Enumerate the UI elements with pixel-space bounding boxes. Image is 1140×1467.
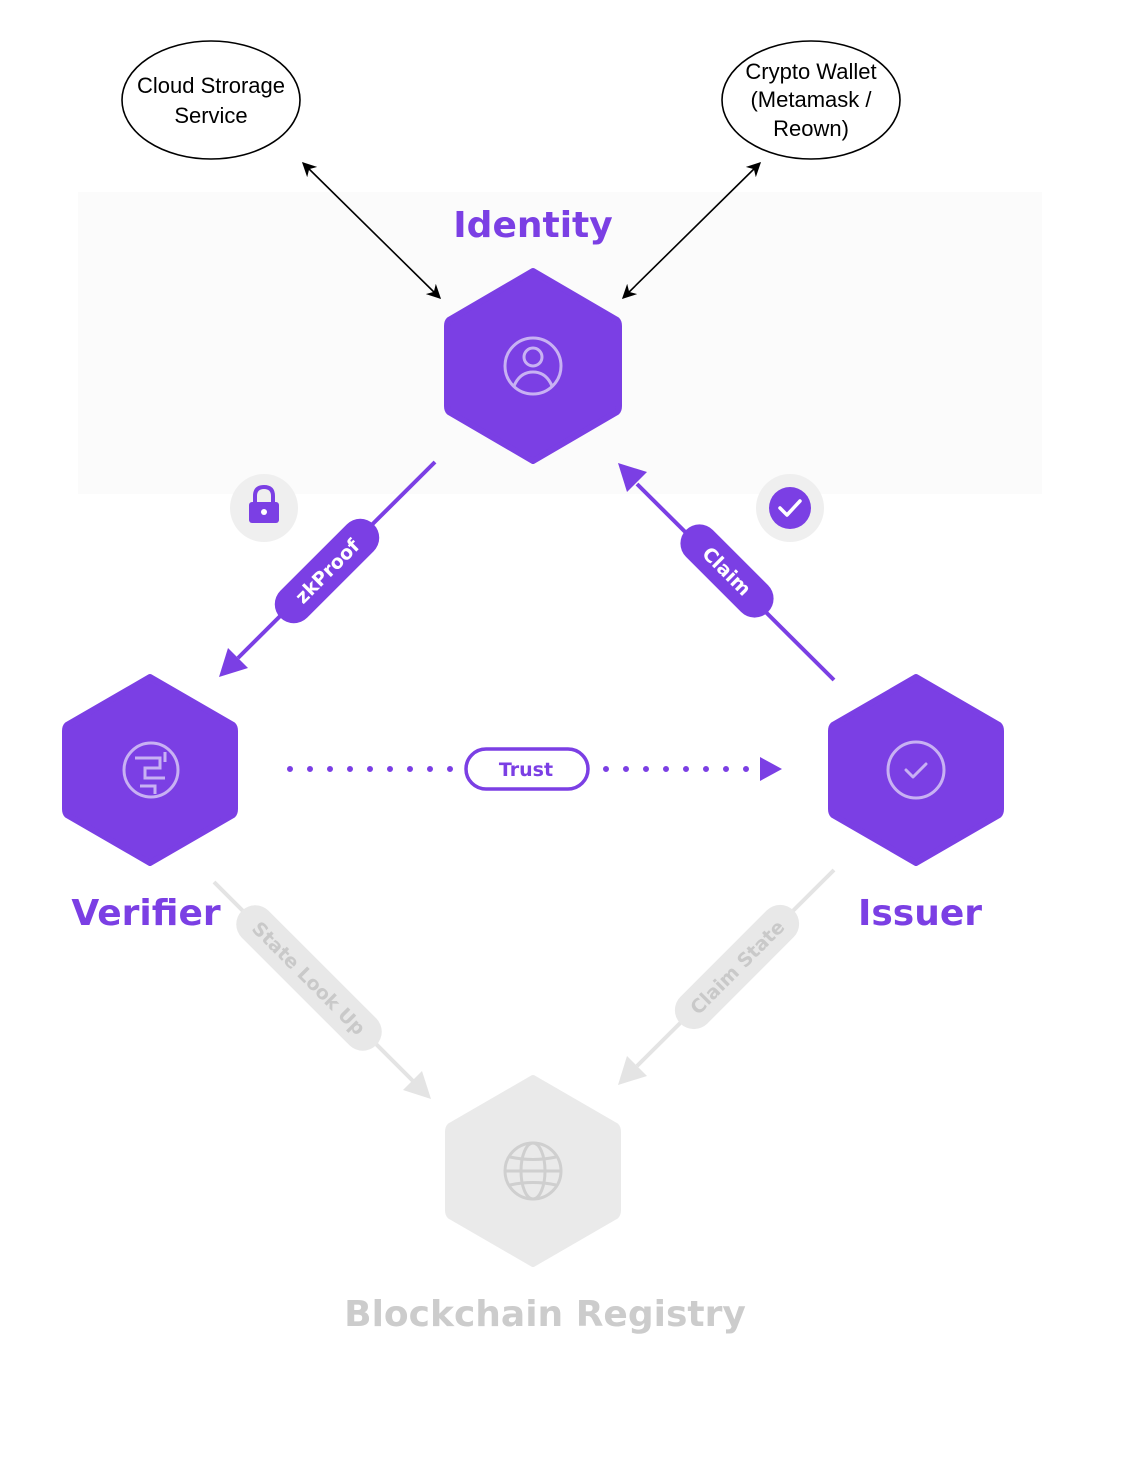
- cloud-storage-node: Cloud Strorage Service: [121, 40, 301, 160]
- verifier-node: [62, 674, 238, 866]
- cloud-storage-label-line2: Service: [174, 103, 247, 128]
- check-badge-icon: [769, 487, 811, 529]
- check-badge: [756, 474, 824, 542]
- crypto-wallet-label-line1: Crypto Wallet: [745, 59, 876, 84]
- claim-state-edge: Claim State: [618, 868, 836, 1085]
- cloud-storage-label-line1: Cloud Strorage: [137, 73, 285, 98]
- issuer-node: [828, 674, 1004, 866]
- lock-badge: [230, 474, 298, 542]
- lock-icon: [249, 484, 279, 523]
- registry-label: Blockchain Registry: [344, 1294, 746, 1335]
- registry-node: [445, 1075, 621, 1267]
- verifier-label: Verifier: [71, 893, 221, 934]
- cloud-identity-arrow: [301, 161, 442, 300]
- user-circle-icon: [503, 336, 563, 396]
- crypto-wallet-node: Crypto Wallet (Metamask / Reown): [721, 40, 901, 160]
- maze-circle-icon: [122, 741, 180, 799]
- check-circle-icon: [886, 740, 946, 800]
- crypto-wallet-label-line3: Reown): [773, 116, 849, 141]
- globe-icon: [503, 1141, 563, 1201]
- trust-edge: Trust: [287, 747, 782, 791]
- claim-state-label: Claim State: [686, 916, 789, 1019]
- crypto-wallet-label-line2: (Metamask /: [750, 87, 872, 112]
- wallet-identity-arrow: [621, 161, 762, 300]
- identity-node: [444, 268, 622, 464]
- state-lookup-edge: State Look Up: [212, 880, 431, 1099]
- issuer-label: Issuer: [858, 893, 982, 934]
- trust-label: Trust: [499, 759, 553, 781]
- identity-label: Identity: [453, 205, 612, 246]
- state-lookup-label: State Look Up: [247, 918, 369, 1040]
